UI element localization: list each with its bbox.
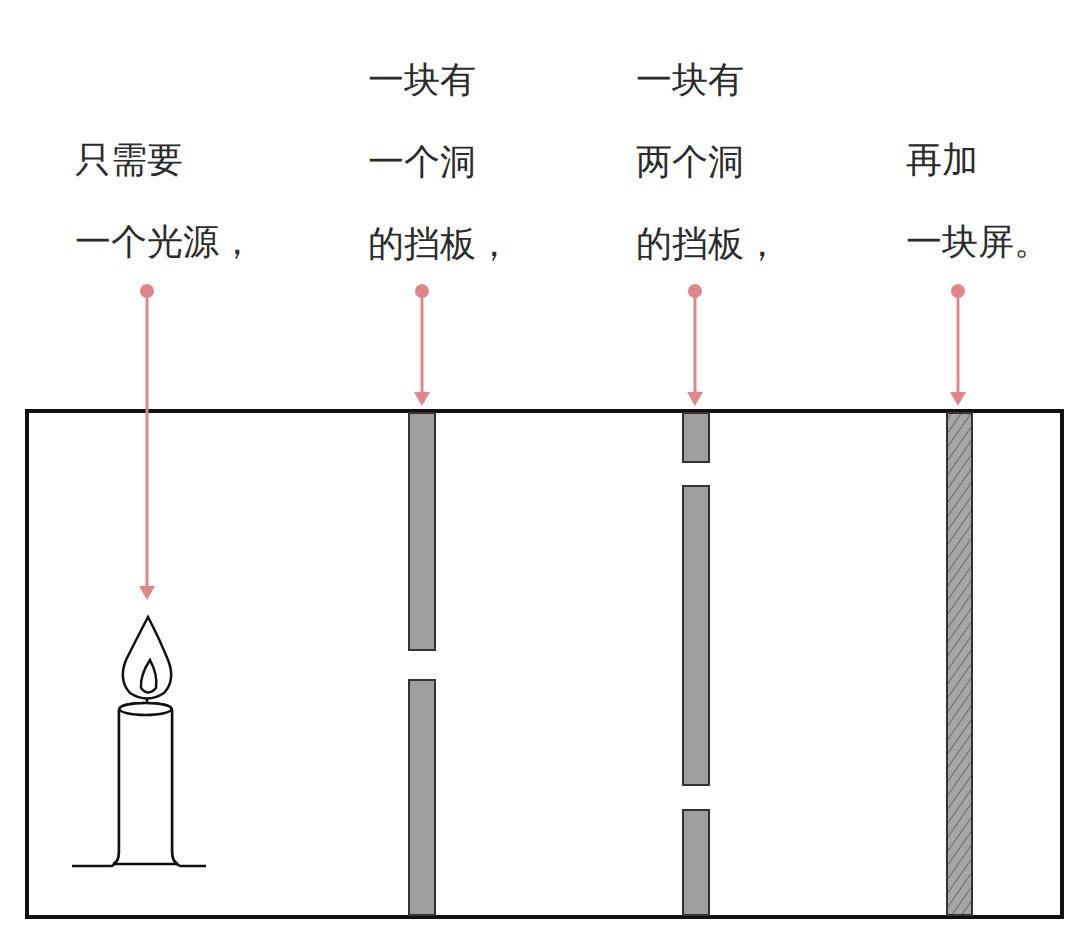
single-slit-barrier [409, 413, 435, 915]
candle [72, 617, 206, 866]
caption-text: 再加 一块屏。 [906, 119, 1050, 283]
caption-text: 一块有 一个洞 的挡板， [368, 39, 512, 285]
leader-lines [139, 284, 966, 600]
double-slit-barrier [683, 413, 709, 915]
box-frame [27, 411, 1062, 917]
caption-text: 一块有 两个洞 的挡板， [636, 39, 780, 285]
caption-text: 只需要 一个光源， [75, 119, 255, 283]
screen [947, 413, 972, 915]
